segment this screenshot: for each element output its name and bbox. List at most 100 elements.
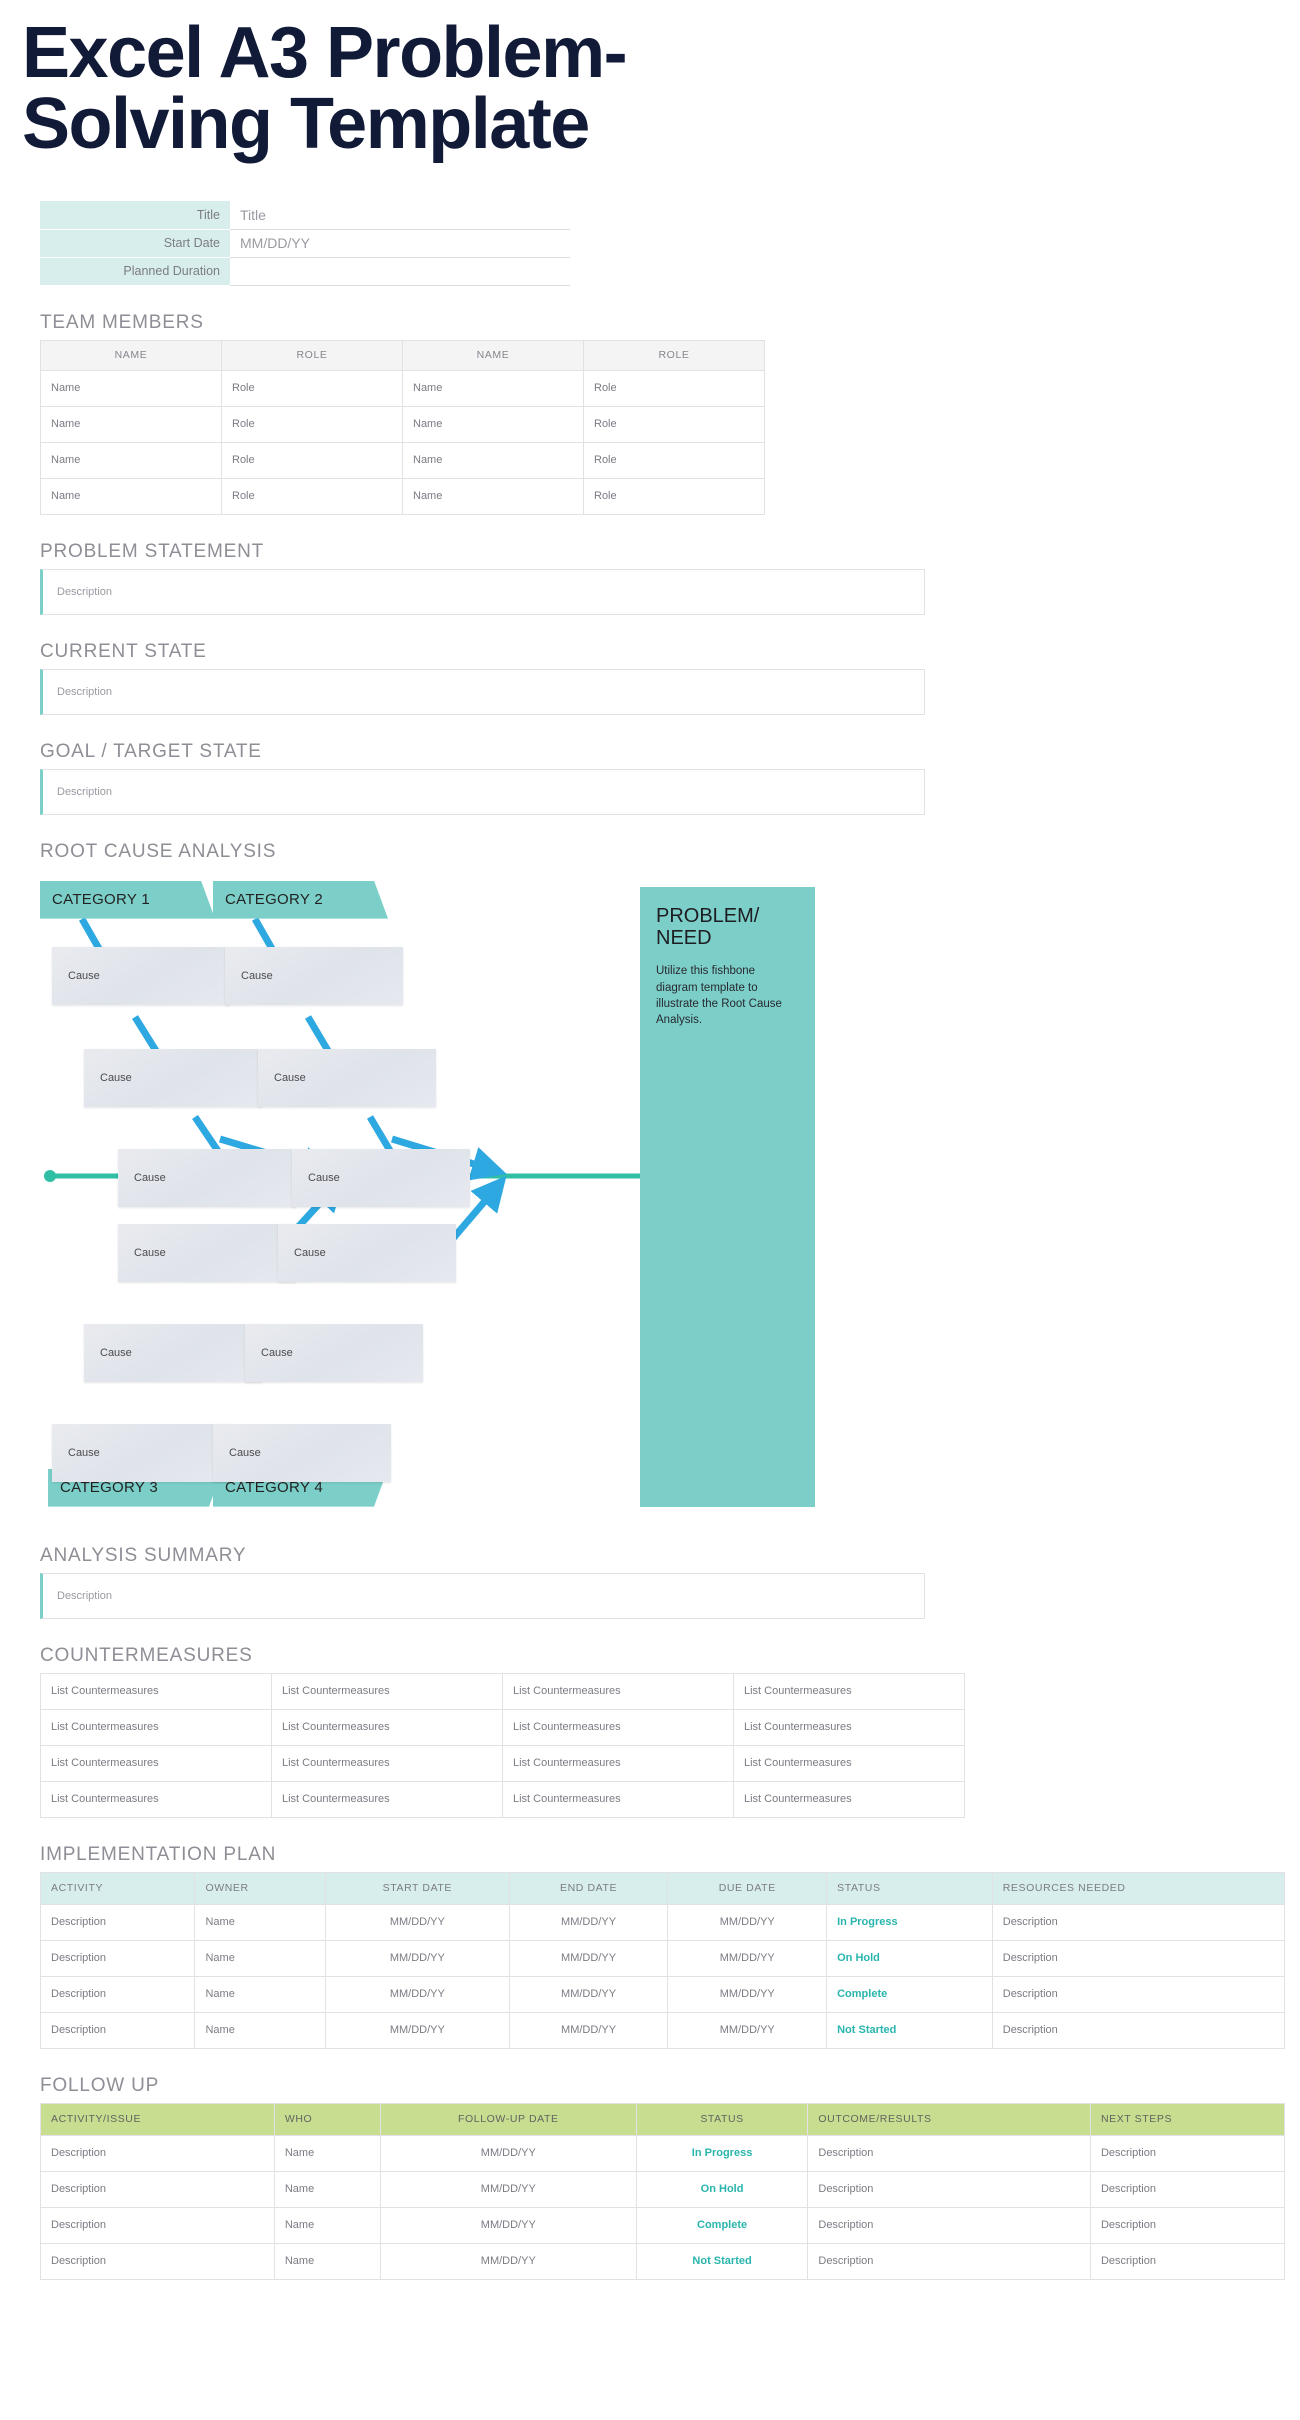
table-cell[interactable]: Name: [273, 2170, 381, 2208]
table-cell[interactable]: List Countermeasures: [502, 1780, 734, 1818]
table-cell[interactable]: MM/DD/YY: [379, 2134, 637, 2172]
table-cell[interactable]: Description: [807, 2206, 1091, 2244]
status-badge[interactable]: On Hold: [826, 1939, 993, 1977]
cause-box[interactable]: Cause: [278, 1223, 456, 1282]
table-cell[interactable]: Name: [194, 2011, 326, 2049]
status-badge[interactable]: On Hold: [635, 2170, 809, 2208]
table-cell[interactable]: List Countermeasures: [40, 1744, 272, 1782]
table-cell[interactable]: Role: [583, 369, 765, 407]
table-cell[interactable]: MM/DD/YY: [379, 2206, 637, 2244]
fishbone-category-1[interactable]: CATEGORY 1: [40, 881, 215, 919]
table-cell[interactable]: Description: [991, 1939, 1286, 1977]
problem-statement-input[interactable]: Description: [40, 568, 925, 615]
table-cell[interactable]: MM/DD/YY: [508, 1975, 669, 2013]
table-cell[interactable]: Role: [583, 477, 765, 515]
table-cell[interactable]: Description: [1089, 2206, 1286, 2244]
table-cell[interactable]: Description: [39, 1903, 196, 1941]
table-cell[interactable]: List Countermeasures: [40, 1672, 272, 1710]
table-cell[interactable]: Description: [40, 2206, 275, 2244]
table-cell[interactable]: Name: [40, 477, 222, 515]
analysis-summary-input[interactable]: Description: [40, 1572, 925, 1619]
cause-box[interactable]: Cause: [245, 1323, 423, 1382]
table-cell[interactable]: Description: [40, 2242, 275, 2280]
table-cell[interactable]: Role: [221, 477, 403, 515]
table-cell[interactable]: Name: [40, 441, 222, 479]
table-cell[interactable]: Name: [194, 1975, 326, 2013]
table-cell[interactable]: MM/DD/YY: [508, 1939, 669, 1977]
status-badge[interactable]: Complete: [826, 1975, 993, 2013]
table-cell[interactable]: Role: [583, 441, 765, 479]
table-cell[interactable]: Name: [273, 2242, 381, 2280]
cause-box[interactable]: Cause: [258, 1048, 436, 1107]
goal-target-state-input[interactable]: Description: [40, 768, 925, 815]
cause-box[interactable]: Cause: [213, 1423, 391, 1482]
table-cell[interactable]: MM/DD/YY: [325, 1975, 510, 2013]
info-value[interactable]: Title: [230, 201, 570, 230]
table-cell[interactable]: Name: [402, 441, 584, 479]
table-cell[interactable]: MM/DD/YY: [667, 2011, 828, 2049]
table-cell[interactable]: List Countermeasures: [502, 1708, 734, 1746]
cause-box[interactable]: Cause: [52, 1423, 230, 1482]
table-cell[interactable]: Name: [273, 2206, 381, 2244]
table-cell[interactable]: List Countermeasures: [502, 1672, 734, 1710]
table-cell[interactable]: List Countermeasures: [271, 1744, 503, 1782]
fishbone-category-2[interactable]: CATEGORY 2: [213, 881, 388, 919]
table-cell[interactable]: Description: [991, 1903, 1286, 1941]
table-cell[interactable]: Name: [194, 1903, 326, 1941]
cause-box[interactable]: Cause: [225, 946, 403, 1005]
status-badge[interactable]: Not Started: [826, 2011, 993, 2049]
status-badge[interactable]: Complete: [635, 2206, 809, 2244]
cause-box[interactable]: Cause: [84, 1048, 262, 1107]
table-cell[interactable]: MM/DD/YY: [379, 2170, 637, 2208]
table-cell[interactable]: Description: [991, 2011, 1286, 2049]
table-cell[interactable]: List Countermeasures: [271, 1780, 503, 1818]
table-cell[interactable]: MM/DD/YY: [508, 2011, 669, 2049]
table-cell[interactable]: List Countermeasures: [40, 1708, 272, 1746]
cause-box[interactable]: Cause: [52, 946, 230, 1005]
table-cell[interactable]: Description: [807, 2170, 1091, 2208]
status-badge[interactable]: Not Started: [635, 2242, 809, 2280]
table-cell[interactable]: MM/DD/YY: [667, 1903, 828, 1941]
table-cell[interactable]: Description: [40, 2170, 275, 2208]
info-value[interactable]: [230, 257, 570, 286]
table-cell[interactable]: MM/DD/YY: [325, 1903, 510, 1941]
table-cell[interactable]: MM/DD/YY: [325, 1939, 510, 1977]
table-cell[interactable]: Role: [221, 369, 403, 407]
table-cell[interactable]: List Countermeasures: [733, 1672, 965, 1710]
table-cell[interactable]: Name: [40, 405, 222, 443]
table-cell[interactable]: Description: [1089, 2170, 1286, 2208]
table-cell[interactable]: MM/DD/YY: [667, 1939, 828, 1977]
cause-box[interactable]: Cause: [118, 1223, 296, 1282]
table-cell[interactable]: MM/DD/YY: [325, 2011, 510, 2049]
table-cell[interactable]: Role: [221, 405, 403, 443]
table-cell[interactable]: List Countermeasures: [733, 1780, 965, 1818]
table-cell[interactable]: MM/DD/YY: [379, 2242, 637, 2280]
table-cell[interactable]: List Countermeasures: [502, 1744, 734, 1782]
table-cell[interactable]: MM/DD/YY: [508, 1903, 669, 1941]
table-cell[interactable]: List Countermeasures: [271, 1708, 503, 1746]
table-cell[interactable]: Description: [39, 1975, 196, 2013]
table-cell[interactable]: Description: [991, 1975, 1286, 2013]
info-value[interactable]: MM/DD/YY: [230, 229, 570, 258]
table-cell[interactable]: Name: [402, 405, 584, 443]
cause-box[interactable]: Cause: [118, 1148, 296, 1207]
cause-box[interactable]: Cause: [292, 1148, 470, 1207]
table-cell[interactable]: Description: [1089, 2242, 1286, 2280]
table-cell[interactable]: Name: [194, 1939, 326, 1977]
table-cell[interactable]: MM/DD/YY: [667, 1975, 828, 2013]
table-cell[interactable]: Description: [40, 2134, 275, 2172]
table-cell[interactable]: Name: [402, 369, 584, 407]
cause-box[interactable]: Cause: [84, 1323, 262, 1382]
status-badge[interactable]: In Progress: [826, 1903, 993, 1941]
table-cell[interactable]: Description: [807, 2242, 1091, 2280]
table-cell[interactable]: List Countermeasures: [271, 1672, 503, 1710]
table-cell[interactable]: Role: [583, 405, 765, 443]
table-cell[interactable]: Name: [40, 369, 222, 407]
table-cell[interactable]: Description: [39, 2011, 196, 2049]
table-cell[interactable]: Name: [402, 477, 584, 515]
table-cell[interactable]: Name: [273, 2134, 381, 2172]
table-cell[interactable]: Description: [1089, 2134, 1286, 2172]
status-badge[interactable]: In Progress: [635, 2134, 809, 2172]
table-cell[interactable]: List Countermeasures: [40, 1780, 272, 1818]
table-cell[interactable]: Description: [807, 2134, 1091, 2172]
